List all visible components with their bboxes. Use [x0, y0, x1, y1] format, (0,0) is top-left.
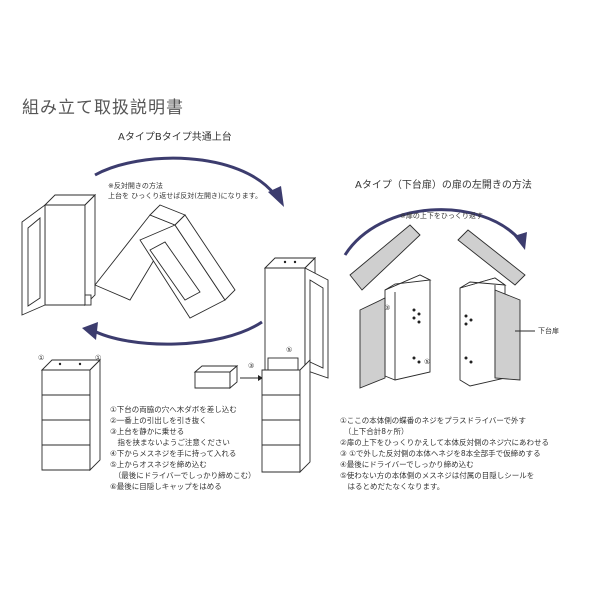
right-step-4: ④最後にドライバーでしっかり締め込む — [340, 460, 474, 469]
label-lower-door: 下台扉 — [538, 327, 559, 335]
upper-cabinet-right — [263, 256, 329, 379]
callout-1a: ① — [38, 354, 45, 362]
stacked-unit — [261, 357, 311, 474]
page-title: 組み立て取扱説明書 — [22, 98, 184, 118]
right-step-3: ③ ①で外した反対側の本体ヘネジを8本全部手で仮締めする — [340, 449, 541, 458]
left-step-6: ⑥最後に目隠しキャップをはめる — [110, 482, 222, 491]
callout-1b: ① — [95, 354, 102, 362]
left-step-5: ⑤上からオスネジを締め込む — [110, 460, 207, 469]
upper-cabinet-left — [21, 193, 97, 316]
cabinet-body-left — [359, 274, 432, 389]
right-step-5b: はるとめだたなくなります。 — [340, 482, 445, 491]
right-step-1: ①ここの本体側の蝶番のネジをプラスドライバーで外す — [340, 416, 526, 425]
arrowhead-bottom — [82, 322, 98, 340]
callout-5: ⑤ — [286, 346, 293, 354]
left-step-3b: 指を挟まないようご注意ください — [110, 438, 230, 447]
upper-cabinet-tilted — [94, 204, 236, 319]
right-callout-5: ⑤ — [424, 358, 431, 366]
arrowhead-top — [268, 186, 284, 207]
right-note: ※扉の上下をひっくり返す — [400, 212, 483, 220]
arrowhead-drawer — [258, 375, 263, 381]
right-step-2: ②扉の上下をひっくりかえして本体反対側のネジ穴にあわせる — [340, 438, 549, 447]
arrowhead-right — [514, 232, 527, 250]
right-heading: Aタイプ（下台扉）の扉の左開きの方法 — [355, 180, 532, 191]
cabinet-body-right — [459, 277, 521, 387]
left-step-3: ③上台を静かに乗せる — [110, 427, 185, 436]
left-step-2: ②一番上の引出しを引き抜く — [110, 416, 207, 425]
door-flipped-right — [457, 229, 526, 286]
left-note-line2: 上台を ひっくり返せば反対(左開き)になります。 — [108, 192, 262, 200]
right-callout-3: ③ — [384, 304, 391, 312]
curved-arrow-top — [94, 156, 277, 196]
left-heading: AタイプBタイプ共通上台 — [118, 132, 232, 143]
curved-arrow-right — [343, 208, 522, 256]
right-step-1b: （上下合計8ヶ所） — [340, 427, 409, 436]
left-step-1: ①下台の両脇の穴へ木ダボを差し込む — [110, 405, 237, 414]
lower-drawer-unit-left — [40, 358, 102, 472]
right-step-5: ⑤使わない方の本体側のメスネジは付属の目隠しシールを — [340, 471, 535, 480]
left-step-5b: （最後にドライバーでしっかり締めこむ） — [110, 471, 256, 480]
curved-arrow-bottom — [91, 320, 263, 346]
left-note-line1: ※反対開きの方法 — [108, 182, 163, 190]
left-step-4: ④下からメスネジを手に持って入れる — [110, 449, 237, 458]
door-flipped-left — [349, 224, 421, 291]
callout-3: ③ — [248, 362, 255, 370]
loose-drawer — [193, 365, 239, 389]
